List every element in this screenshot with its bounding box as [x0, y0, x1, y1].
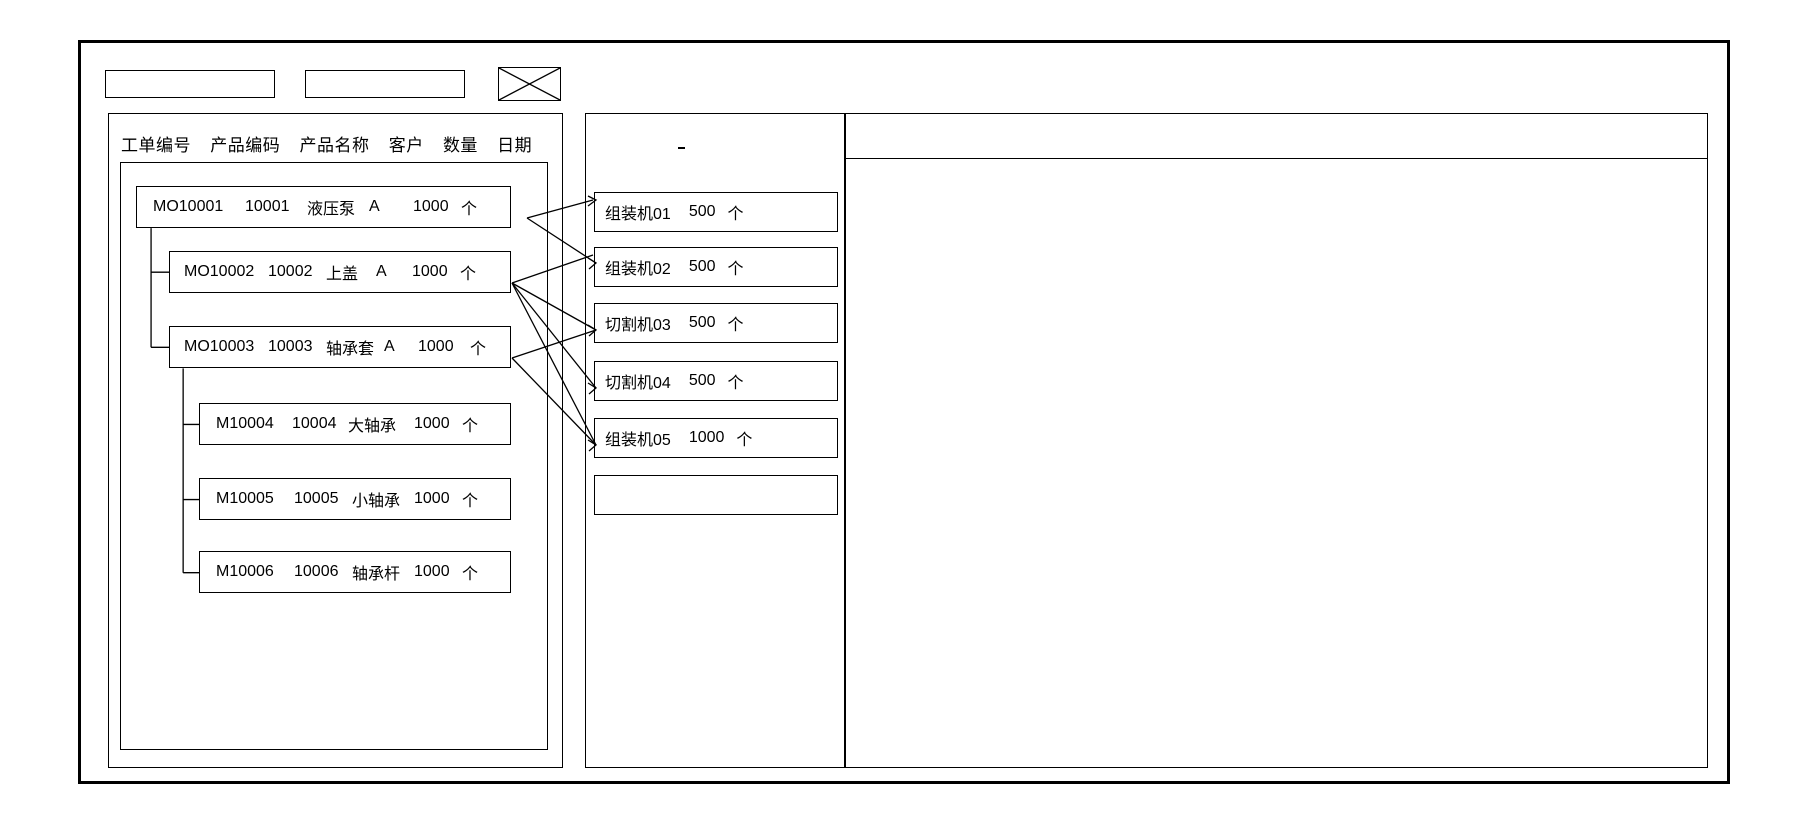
machine-schedule-panel: 组装机01 500 个 组装机02 500 个 切割机03 500 个 切割机0… [585, 113, 845, 768]
row-qty: 1000 [412, 263, 448, 280]
work-order-panel: 工单编号 产品编码 产品名称 客户 数量 日期 MO10001 [108, 113, 563, 768]
work-order-table-header: 工单编号 产品编码 产品名称 客户 数量 日期 [121, 131, 551, 156]
row-product-name: 大轴承 [348, 418, 397, 435]
row-product-name: 液压泵 [307, 201, 356, 218]
list-item[interactable]: 切割机04 500 个 [594, 361, 838, 401]
list-item[interactable]: 组装机01 500 个 [594, 192, 838, 232]
machine-qty: 500 [688, 372, 716, 389]
column-header-product-name: 产品名称 [299, 136, 370, 155]
row-product-code: 10004 [292, 415, 337, 432]
row-qty: 1000 [418, 338, 454, 355]
row-unit: 个 [462, 418, 479, 435]
row-product-name: 轴承杆 [352, 566, 401, 583]
machine-qty: 1000 [688, 429, 725, 446]
row-unit: 个 [460, 266, 477, 283]
row-customer: A [376, 263, 387, 280]
row-qty: 1000 [414, 563, 450, 580]
table-row[interactable]: M10006 10006 轴承杆 1000 个 [199, 551, 511, 593]
column-header-customer: 客户 [388, 136, 424, 155]
detail-panel-header-divider [846, 158, 1707, 159]
row-product-code: 10006 [294, 563, 339, 580]
machine-unit: 个 [727, 375, 744, 392]
row-qty: 1000 [414, 490, 450, 507]
machine-qty: 500 [688, 314, 716, 331]
table-row[interactable]: M10004 10004 大轴承 1000 个 [199, 403, 511, 445]
toolbar [105, 67, 1705, 106]
machine-name: 组装机05 [605, 432, 671, 449]
row-unit: 个 [462, 566, 479, 583]
list-item[interactable]: 组装机05 1000 个 [594, 418, 838, 458]
row-product-name: 轴承套 [326, 341, 375, 358]
machine-unit: 个 [727, 317, 744, 334]
row-unit: 个 [461, 201, 478, 218]
machine-unit: 个 [727, 206, 744, 223]
row-product-code: 10005 [294, 490, 339, 507]
machine-qty: 500 [688, 258, 716, 275]
list-item[interactable]: 切割机03 500 个 [594, 303, 838, 343]
row-qty: 1000 [414, 415, 450, 432]
machine-unit: 个 [736, 432, 753, 449]
image-placeholder-icon[interactable] [498, 67, 561, 101]
row-order-no: MO10002 [184, 263, 255, 280]
row-order-no: M10006 [216, 563, 274, 580]
row-customer: A [384, 338, 395, 355]
machine-name: 切割机03 [605, 317, 671, 334]
column-header-qty: 数量 [442, 136, 478, 155]
row-product-name: 小轴承 [352, 493, 401, 510]
list-item-empty[interactable] [594, 475, 838, 515]
panel-marker-dot [678, 147, 685, 149]
machine-name: 切割机04 [605, 375, 671, 392]
table-row[interactable]: MO10003 10003 轴承套 A 1000 个 [169, 326, 511, 368]
work-order-tree: MO10001 10001 液压泵 A 1000 个 MO10002 10002… [120, 162, 548, 750]
row-order-no: MO10003 [184, 338, 255, 355]
toolbar-field-2[interactable] [305, 70, 465, 98]
column-header-order-no: 工单编号 [121, 136, 191, 155]
table-row[interactable]: M10005 10005 小轴承 1000 个 [199, 478, 511, 520]
detail-panel [845, 113, 1708, 768]
row-unit: 个 [470, 341, 487, 358]
row-product-code: 10001 [245, 198, 290, 215]
row-order-no: M10004 [216, 415, 274, 432]
row-unit: 个 [462, 493, 479, 510]
row-customer: A [369, 198, 380, 215]
toolbar-field-1[interactable] [105, 70, 275, 98]
row-order-no: MO10001 [153, 198, 224, 215]
row-qty: 1000 [413, 198, 449, 215]
machine-qty: 500 [688, 203, 716, 220]
table-row[interactable]: MO10001 10001 液压泵 A 1000 个 [136, 186, 511, 228]
table-row[interactable]: MO10002 10002 上盖 A 1000 个 [169, 251, 511, 293]
machine-unit: 个 [727, 261, 744, 278]
column-header-date: 日期 [497, 136, 533, 155]
list-item[interactable]: 组装机02 500 个 [594, 247, 838, 287]
row-product-name: 上盖 [326, 266, 359, 283]
row-product-code: 10002 [268, 263, 313, 280]
machine-name: 组装机02 [605, 261, 671, 278]
row-order-no: M10005 [216, 490, 274, 507]
machine-name: 组装机01 [605, 206, 671, 223]
row-product-code: 10003 [268, 338, 313, 355]
column-header-product-code: 产品编码 [210, 136, 281, 155]
